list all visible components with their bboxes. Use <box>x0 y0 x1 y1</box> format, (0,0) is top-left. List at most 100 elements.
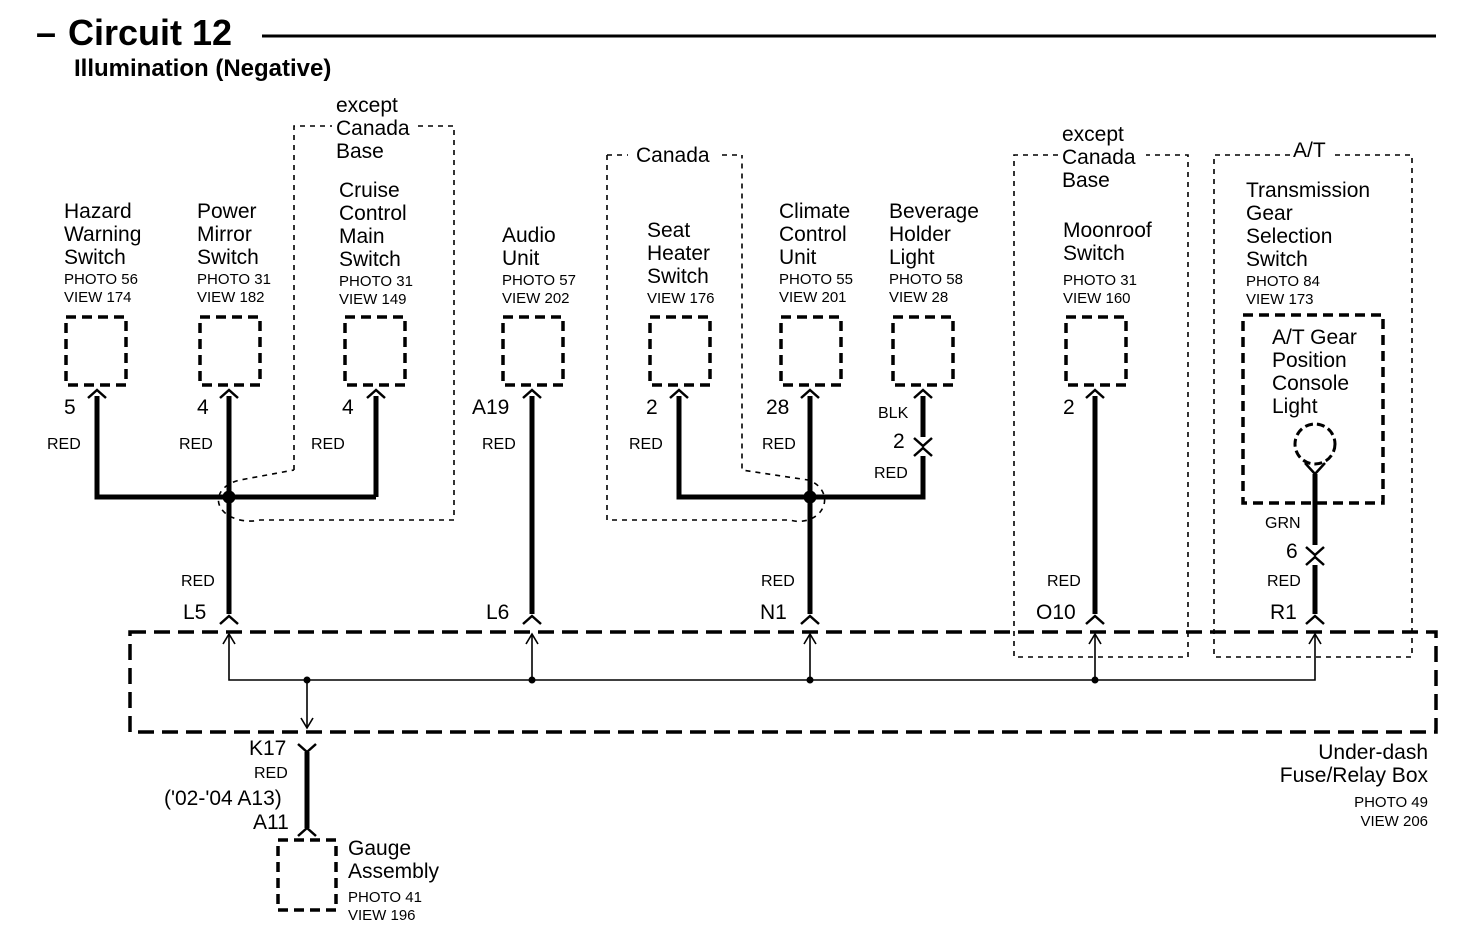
circuit-subtitle: Illumination (Negative) <box>74 55 331 82</box>
svg-text:Main: Main <box>339 225 385 248</box>
svg-text:PHOTO 31: PHOTO 31 <box>339 273 413 290</box>
svg-text:RED: RED <box>874 465 908 482</box>
component-seat-heater-switch: Seat Heater Switch VIEW 176 <box>647 219 715 387</box>
svg-text:K17: K17 <box>249 737 286 760</box>
svg-text:Unit: Unit <box>502 247 540 270</box>
svg-text:Beverage: Beverage <box>889 200 979 223</box>
connector-box <box>64 315 128 387</box>
svg-text:Audio: Audio <box>502 224 556 247</box>
svg-text:Switch: Switch <box>1063 242 1125 265</box>
svg-text:VIEW 173: VIEW 173 <box>1246 291 1314 308</box>
bulb-icon <box>1293 422 1337 466</box>
svg-text:Canada: Canada <box>336 117 410 140</box>
svg-text:RED: RED <box>47 436 81 453</box>
svg-text:VIEW 174: VIEW 174 <box>64 289 132 306</box>
svg-text:Control: Control <box>779 223 847 246</box>
fuse-box-terminals <box>219 614 1325 837</box>
svg-text:PHOTO 31: PHOTO 31 <box>197 271 271 288</box>
connector-box <box>648 315 712 387</box>
connector-box <box>779 315 843 387</box>
svg-text:Light: Light <box>1272 395 1318 418</box>
svg-text:VIEW 28: VIEW 28 <box>889 289 948 306</box>
svg-text:VIEW 176: VIEW 176 <box>647 290 715 307</box>
svg-text:Climate: Climate <box>779 200 850 223</box>
svg-text:RED: RED <box>762 436 796 453</box>
circuit-title: Circuit 12 <box>68 12 232 53</box>
svg-text:RED: RED <box>311 436 345 453</box>
svg-text:Unit: Unit <box>779 246 817 269</box>
component-audio-unit: Audio Unit PHOTO 57 VIEW 202 <box>501 224 576 387</box>
svg-text:N1: N1 <box>760 601 787 624</box>
region-except-canada-base-1 <box>217 125 455 522</box>
svg-text:Selection: Selection <box>1246 225 1332 248</box>
svg-text:RED: RED <box>179 436 213 453</box>
svg-text:Seat: Seat <box>647 219 690 242</box>
svg-text:Assembly: Assembly <box>348 860 440 883</box>
svg-text:GRN: GRN <box>1265 515 1301 532</box>
svg-text:PHOTO 56: PHOTO 56 <box>64 271 138 288</box>
svg-text:RED: RED <box>761 573 795 590</box>
svg-text:PHOTO 57: PHOTO 57 <box>502 272 576 289</box>
component-cruise-control-main-switch: Cruise Control Main Switch PHOTO 31 VIEW… <box>339 179 413 387</box>
svg-text:A19: A19 <box>472 396 509 419</box>
svg-text:RED: RED <box>629 436 663 453</box>
svg-text:Under-dash: Under-dash <box>1318 741 1428 764</box>
component-moonroof-switch: Moonroof Switch PHOTO 31 VIEW 160 <box>1063 219 1152 387</box>
component-climate-control-unit: Climate Control Unit PHOTO 55 VIEW 201 <box>779 200 853 387</box>
region-label-except-canada-base-1: except Canada Base <box>336 94 410 163</box>
svg-text:Switch: Switch <box>1246 248 1308 271</box>
svg-text:RED: RED <box>1267 573 1301 590</box>
svg-text:28: 28 <box>766 396 789 419</box>
svg-text:PHOTO 55: PHOTO 55 <box>779 271 853 288</box>
connector-terminals <box>87 388 1105 399</box>
svg-text:Moonroof: Moonroof <box>1063 219 1152 242</box>
svg-text:VIEW 202: VIEW 202 <box>502 290 570 307</box>
inline-connector-beverage <box>913 437 933 457</box>
svg-text:Base: Base <box>1062 169 1110 192</box>
svg-text:VIEW 206: VIEW 206 <box>1360 813 1428 830</box>
svg-text:VIEW 149: VIEW 149 <box>339 291 407 308</box>
splice-point <box>803 490 817 504</box>
svg-text:except: except <box>1062 123 1124 146</box>
svg-text:Gear: Gear <box>1246 202 1293 225</box>
svg-text:BLK: BLK <box>878 405 909 422</box>
svg-text:Gauge: Gauge <box>348 837 411 860</box>
svg-text:Switch: Switch <box>197 246 259 269</box>
pin-labels: 5 4 4 A19 2 28 2 2 6 L5 L6 N1 O10 R1 K17… <box>64 396 1298 834</box>
svg-text:except: except <box>336 94 398 117</box>
svg-text:2: 2 <box>1063 396 1075 419</box>
branch-wires <box>94 396 1318 828</box>
svg-text:RED: RED <box>181 573 215 590</box>
svg-text:RED: RED <box>482 436 516 453</box>
splice-point <box>222 490 236 504</box>
svg-text:Switch: Switch <box>64 246 126 269</box>
fuse-box-label: Under-dash Fuse/Relay Box PHOTO 49 VIEW … <box>1280 741 1429 830</box>
connector-box <box>198 315 262 387</box>
svg-text:4: 4 <box>197 396 209 419</box>
svg-text:R1: R1 <box>1270 601 1297 624</box>
svg-text:2: 2 <box>646 396 658 419</box>
svg-text:L6: L6 <box>486 601 509 624</box>
svg-text:Cruise: Cruise <box>339 179 400 202</box>
component-gauge-assembly: Gauge Assembly PHOTO 41 VIEW 196 <box>276 837 440 924</box>
component-at-gear-position-console-light: A/T Gear Position Console Light <box>1272 326 1357 476</box>
svg-text:L5: L5 <box>183 601 206 624</box>
svg-text:('02-'04 A13): ('02-'04 A13) <box>164 787 282 810</box>
svg-text:PHOTO 84: PHOTO 84 <box>1246 273 1320 290</box>
svg-text:PHOTO 58: PHOTO 58 <box>889 271 963 288</box>
svg-text:Fuse/Relay Box: Fuse/Relay Box <box>1280 764 1429 787</box>
svg-text:A11: A11 <box>253 811 289 834</box>
svg-text:VIEW 160: VIEW 160 <box>1063 290 1131 307</box>
region-label-at: A/T <box>1293 139 1326 162</box>
connector-box <box>276 838 338 912</box>
svg-text:5: 5 <box>64 396 76 419</box>
svg-text:Control: Control <box>339 202 407 225</box>
svg-text:Canada: Canada <box>1062 146 1136 169</box>
region-except-canada-base-2 <box>1013 154 1189 658</box>
svg-text:Base: Base <box>336 140 384 163</box>
component-power-mirror-switch: Power Mirror Switch PHOTO 31 VIEW 182 <box>197 200 271 387</box>
component-beverage-holder-light: Beverage Holder Light PHOTO 58 VIEW 28 <box>889 200 979 387</box>
svg-text:O10: O10 <box>1036 601 1076 624</box>
svg-text:VIEW 196: VIEW 196 <box>348 907 416 924</box>
